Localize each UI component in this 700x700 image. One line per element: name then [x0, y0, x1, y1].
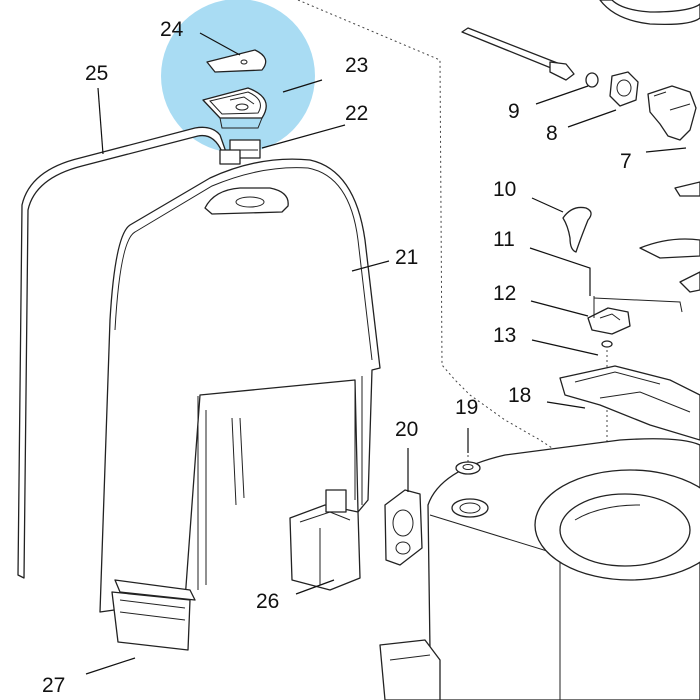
callout-7: 7	[620, 150, 632, 173]
callout-21: 21	[395, 246, 418, 269]
part-23-seal	[202, 87, 267, 129]
part-20-latch	[384, 489, 423, 566]
part-26-bracket	[289, 489, 361, 591]
callout-27: 27	[42, 674, 65, 697]
leader-lines	[85, 32, 687, 675]
part-7-valve	[647, 85, 697, 141]
callout-10: 10	[493, 178, 516, 201]
callout-11: 11	[493, 228, 515, 251]
part-11-rod	[593, 296, 683, 318]
callout-24: 24	[160, 18, 184, 41]
callout-9: 9	[508, 100, 520, 123]
callout-25: 25	[85, 62, 108, 85]
part-24-cap	[206, 49, 267, 73]
callout-12: 12	[493, 282, 516, 305]
right-edge-blades	[639, 181, 700, 293]
callout-22: 22	[345, 102, 368, 125]
part-9-rod	[461, 27, 575, 81]
part-13-oring	[601, 340, 613, 348]
callout-18: 18	[508, 384, 531, 407]
callout-labels: 24 23 25 22 9 8 7 10 11 12 21 13 18 19 2…	[42, 18, 632, 697]
callout-20: 20	[395, 418, 418, 441]
part-8-fitting	[585, 71, 639, 107]
callout-8: 8	[546, 122, 558, 145]
top-right-hose	[599, 0, 700, 26]
callout-19: 19	[455, 396, 478, 419]
part-12-lever	[587, 307, 631, 335]
tank-body	[379, 438, 700, 700]
part-18-slider	[559, 365, 700, 441]
part-19-washer	[455, 461, 481, 475]
part-27-base-strip	[111, 591, 191, 651]
part-10-clip	[562, 206, 592, 253]
highlight-circle	[161, 0, 315, 153]
part-22-connector	[219, 139, 261, 165]
callout-23: 23	[345, 54, 368, 77]
part-21-housing	[99, 158, 381, 613]
callout-13: 13	[493, 324, 516, 347]
callout-26: 26	[256, 590, 279, 613]
